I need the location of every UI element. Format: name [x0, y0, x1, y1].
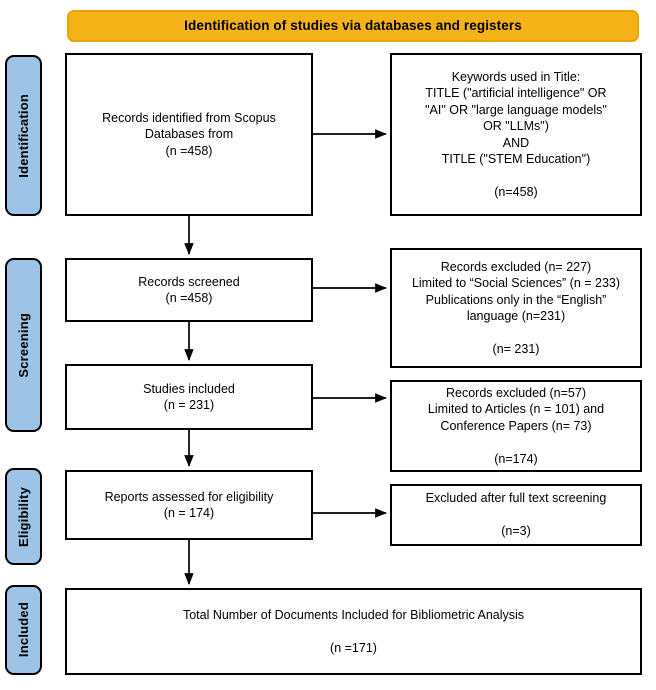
stage-label-included: Included	[16, 602, 31, 658]
node-keywords: Keywords used in Title: TITLE ("artifici…	[390, 53, 642, 216]
node-reports-assessed-text: Reports assessed for eligibility (n = 17…	[104, 489, 274, 521]
stage-bar-identification: Identification	[5, 55, 42, 216]
stage-label-eligibility: Eligibility	[16, 486, 31, 547]
node-keywords-text: Keywords used in Title: TITLE ("artifici…	[425, 69, 607, 200]
stage-label-screening: Screening	[16, 312, 31, 378]
node-excluded-fulltext-text: Excluded after full text screening (n=3)	[425, 491, 607, 539]
node-records-screened-text: Records screened (n =458)	[138, 274, 240, 306]
node-studies-included: Studies included (n = 231)	[65, 364, 313, 430]
diagram-header-banner: Identification of studies via databases …	[67, 10, 639, 42]
stage-bar-included: Included	[5, 585, 42, 675]
node-reports-assessed: Reports assessed for eligibility (n = 17…	[65, 470, 313, 540]
node-excluded-eligible: Records excluded (n=57) Limited to Artic…	[390, 380, 642, 472]
stage-bar-eligibility: Eligibility	[5, 468, 42, 565]
node-records-identified-text: Records identified from Scopus Databases…	[102, 110, 276, 158]
node-excluded-fulltext: Excluded after full text screening (n=3)	[390, 484, 642, 546]
stage-bar-screening: Screening	[5, 258, 42, 432]
node-records-identified: Records identified from Scopus Databases…	[65, 53, 313, 216]
node-studies-included-text: Studies included (n = 231)	[143, 381, 235, 413]
node-excluded-eligible-text: Records excluded (n=57) Limited to Artic…	[427, 385, 605, 466]
node-excluded-screening-text: Records excluded (n= 227) Limited to “So…	[411, 259, 621, 357]
stage-label-identification: Identification	[16, 93, 31, 178]
node-excluded-screening: Records excluded (n= 227) Limited to “So…	[390, 248, 642, 368]
node-total-included-text: Total Number of Documents Included for B…	[182, 607, 525, 655]
node-total-included: Total Number of Documents Included for B…	[65, 588, 642, 675]
diagram-title: Identification of studies via databases …	[184, 17, 522, 33]
node-records-screened: Records screened (n =458)	[65, 258, 313, 322]
